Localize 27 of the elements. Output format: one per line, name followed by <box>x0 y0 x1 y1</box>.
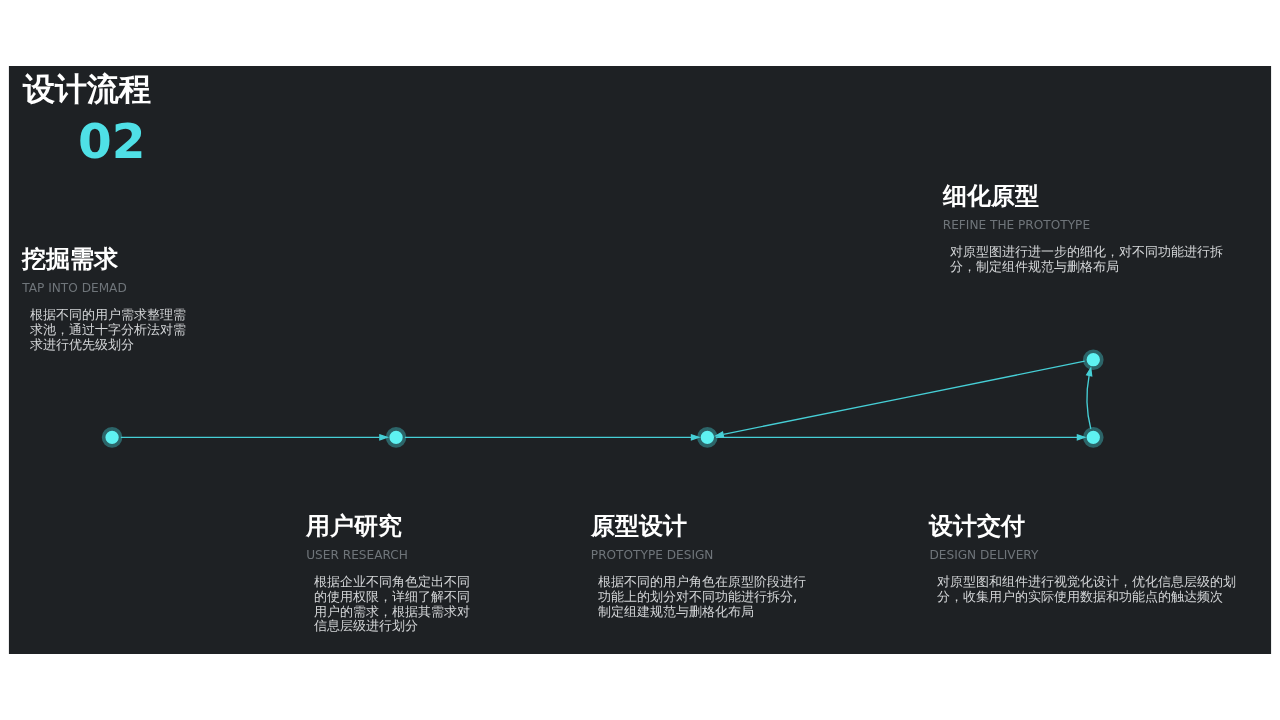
arrow <box>715 433 1087 441</box>
diagram-title: 设计流程 <box>23 70 152 107</box>
node-label: 用户研究 <box>306 511 403 541</box>
node-label: 对原型图进行进一步的细化，对不同功能进行拆分，制定组件规范与删格布局 <box>950 244 1224 274</box>
arrow <box>404 433 701 441</box>
node-circle <box>1082 427 1104 448</box>
node-circle <box>101 427 123 448</box>
node-label: 设计交付 <box>929 511 1026 541</box>
node-circle <box>1082 349 1104 370</box>
arrow <box>713 360 1086 438</box>
arrow <box>120 433 390 441</box>
node-circle <box>385 427 407 448</box>
arrow <box>1085 366 1093 430</box>
node-label: PROTOTYPE DESIGN <box>590 547 714 562</box>
node-label: 根据不同的用户需求整理需求池，通过十字分析法对需求进行优先级划分 <box>29 307 186 352</box>
node-circle <box>697 427 718 448</box>
node-label: 原型设计 <box>590 511 687 541</box>
node-label: 细化原型 <box>942 181 1039 211</box>
label: 02 <box>78 113 146 170</box>
node-label: DESIGN DELIVERY <box>929 547 1039 562</box>
node-label: USER RESEARCH <box>306 547 408 562</box>
node-label: 挖掘需求 <box>22 244 119 274</box>
node-label: 根据企业不同角色定出不同的使用权限，详细了解不同用户的需求，根据其需求对信息层级进行划分 <box>313 574 470 634</box>
node-label: TAP INTO DEMAD <box>22 280 127 295</box>
node-label: REFINE THE PROTOTYPE <box>942 217 1091 232</box>
node-label: 根据不同的用户角色在原型阶段进行功能上的划分对不同功能进行拆分,制定组建规范与删格化布局 <box>598 574 807 619</box>
node-label: 对原型图和组件进行视觉化设计，优化信息层级的划分，收集用户的实际使用数据和功能点的触达频次 <box>936 574 1236 604</box>
